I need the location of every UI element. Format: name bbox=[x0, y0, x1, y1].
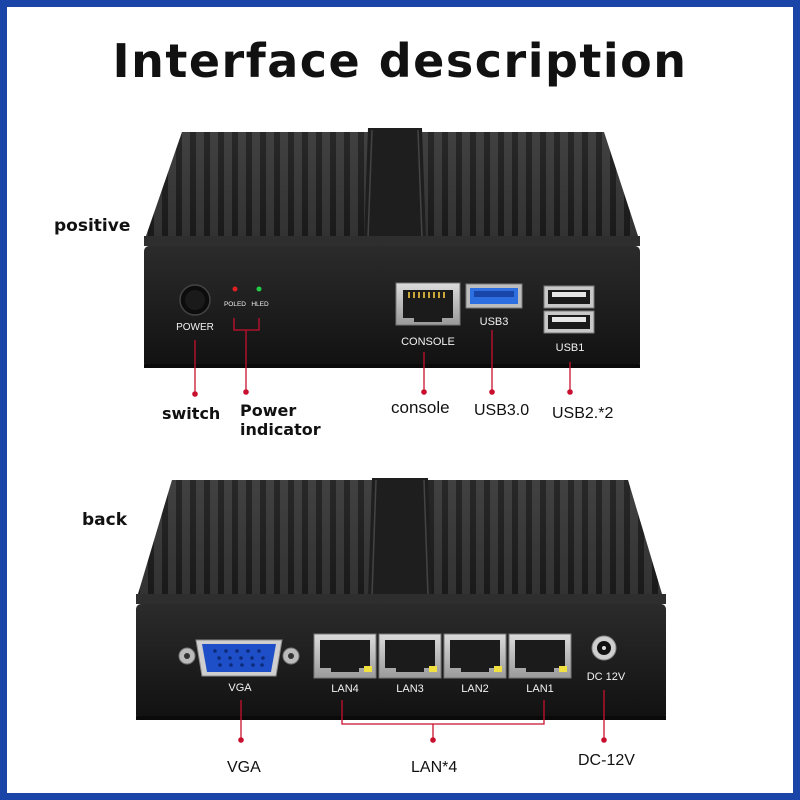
power-indicator-line1: Power bbox=[240, 401, 297, 420]
power-label: POWER bbox=[176, 322, 214, 333]
usb3-label: USB3 bbox=[480, 316, 509, 328]
usb30-callout-dot bbox=[489, 389, 495, 395]
usb1-ports[interactable] bbox=[543, 285, 595, 334]
power-indicator-callout: Power indicator bbox=[240, 401, 321, 439]
lan4-port[interactable] bbox=[313, 633, 377, 679]
console-port[interactable] bbox=[395, 282, 461, 326]
lan2-port[interactable] bbox=[443, 633, 507, 679]
vga-port[interactable] bbox=[178, 639, 300, 677]
hled-led bbox=[256, 286, 262, 292]
dc-callout-dot bbox=[601, 737, 607, 743]
lan2-label: LAN2 bbox=[461, 683, 489, 695]
usb3-port[interactable] bbox=[465, 283, 523, 309]
power-indicator-line2: indicator bbox=[240, 420, 321, 439]
lan4-label: LAN4 bbox=[331, 683, 359, 695]
front-panel-face bbox=[144, 246, 640, 368]
lan3-label: LAN3 bbox=[396, 683, 424, 695]
usb30-callout: USB3.0 bbox=[474, 402, 530, 419]
front-device: POWER POLED HLED CONSOLE USB3 bbox=[144, 128, 640, 368]
dc-jack[interactable] bbox=[591, 635, 617, 661]
usb2-callout-dot bbox=[567, 389, 573, 395]
hled-label: HLED bbox=[251, 301, 269, 308]
poled-led bbox=[232, 286, 238, 292]
back-device: VGA LAN4 LAN3 LAN2 LAN1 bbox=[136, 478, 666, 720]
lan3-port[interactable] bbox=[378, 633, 442, 679]
poled-label: POLED bbox=[224, 301, 246, 308]
power-indicator-callout-dot bbox=[243, 389, 249, 395]
front-center-channel bbox=[364, 128, 426, 240]
front-view-label: positive bbox=[54, 216, 131, 236]
lan-callout-dot bbox=[430, 737, 436, 743]
vga-callout-dot bbox=[238, 737, 244, 743]
console-callout-dot bbox=[421, 389, 427, 395]
page-title: Interface description bbox=[112, 34, 688, 88]
usb1-label: USB1 bbox=[556, 342, 585, 354]
switch-callout-dot bbox=[192, 391, 198, 397]
usb2-callout: USB2.*2 bbox=[552, 405, 614, 422]
dc-label: DC 12V bbox=[587, 671, 626, 683]
lan1-label: LAN1 bbox=[526, 683, 554, 695]
lan-callout: LAN*4 bbox=[411, 759, 458, 776]
console-label: CONSOLE bbox=[401, 336, 455, 348]
switch-callout: switch bbox=[162, 404, 221, 423]
lan1-port[interactable] bbox=[508, 633, 572, 679]
front-callout-lines bbox=[194, 318, 571, 394]
back-center-channel bbox=[368, 478, 432, 598]
dc-callout: DC-12V bbox=[578, 752, 635, 769]
rear-view-label: back bbox=[82, 510, 128, 530]
vga-label: VGA bbox=[228, 682, 252, 694]
console-callout: console bbox=[391, 398, 450, 417]
vga-callout: VGA bbox=[227, 759, 261, 776]
